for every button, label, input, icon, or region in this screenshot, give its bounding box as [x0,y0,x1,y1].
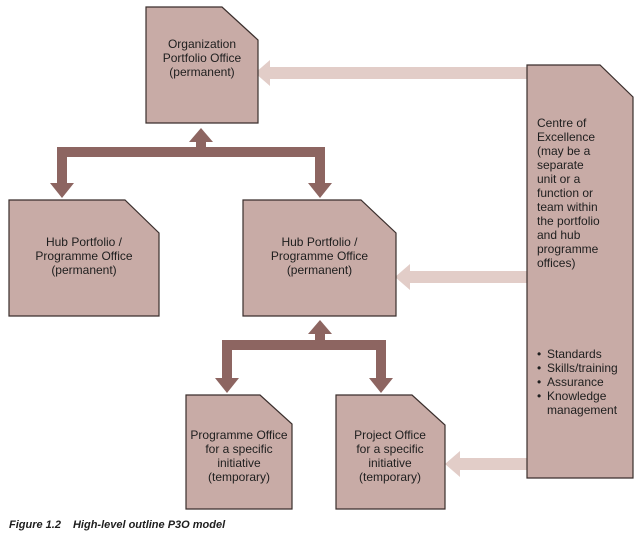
programme-office-label-text: Programme Office for a specific initiati… [190,428,288,484]
coe-list: Standards Skills/training Assurance Know… [537,347,637,417]
hub-center-arrowhead [308,183,332,198]
coe-to-hub-arrow [395,264,527,290]
programme-office-label: Programme Office for a specific initiati… [188,421,290,491]
coe-list-item: Skills/training [537,361,637,375]
figure-caption: Figure 1.2 High-level outline P3O model [9,519,225,531]
hub-left-arrowhead [50,183,74,198]
coe-list-item: Knowledge management [537,389,637,417]
org-label: Organization Portfolio Office (permanent… [150,28,254,88]
hub-up-arrowhead [308,320,332,334]
org-box [145,6,259,124]
coe-to-project-arrow [445,451,527,477]
hub-to-offices-connector [222,334,386,378]
project-office-arrowhead [369,378,393,393]
hub-left-box [8,199,160,317]
org-to-hubs-connector [57,142,325,183]
coe-title: Centre of Excellence (may be a separate … [537,116,600,270]
hub-center-label-text: Hub Portfolio / Programme Office (perman… [270,235,369,277]
figure-title: High-level outline P3O model [72,519,226,531]
programme-office-box [185,394,293,510]
project-office-label-text: Project Office for a specific initiative… [354,428,426,484]
hub-left-label: Hub Portfolio / Programme Office (perman… [13,226,155,286]
hub-left-label-text: Hub Portfolio / Programme Office (perman… [35,235,133,277]
coe-list-item: Assurance [537,375,637,389]
programme-office-arrowhead [215,378,239,393]
org-up-arrowhead [189,128,213,142]
coe-to-org-arrow [255,60,527,86]
figure-number: Figure 1.2 [9,519,61,531]
coe-list-item: Standards [537,347,637,361]
project-office-box [335,394,446,510]
project-office-label: Project Office for a specific initiative… [338,421,442,491]
hub-center-box [242,199,397,317]
org-label-text: Organization Portfolio Office (permanent… [162,37,242,79]
hub-center-label: Hub Portfolio / Programme Office (perman… [247,226,392,286]
